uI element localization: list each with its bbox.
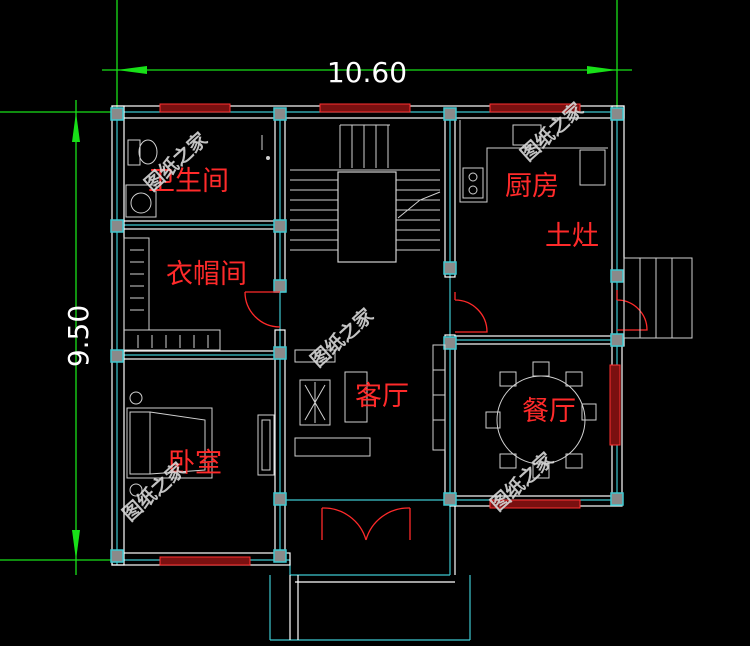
living-room-furniture [294,344,446,457]
watermark-4: 图纸之家 [118,457,191,526]
dining-table [485,361,597,479]
room-label-kitchen: 厨房 [505,171,559,202]
room-label-dining: 餐厅 [522,396,576,427]
cloakroom-wardrobe [123,237,221,351]
watermark-2: 图纸之家 [306,303,379,372]
exterior-steps [623,257,693,339]
width-dimension-label: 10.60 [327,56,407,89]
bedroom-furniture [126,391,275,497]
dimension-lines [0,0,632,575]
columns [110,107,624,563]
bathroom-fixtures [125,135,270,218]
staircase [290,124,441,263]
height-dimension-label: 9.50 [62,305,95,367]
room-label-cloakroom: 衣帽间 [166,259,247,290]
room-label-stove: 土灶 [545,221,599,252]
kitchen-fixtures [459,120,608,203]
room-label-bathroom: 卫生间 [148,166,229,197]
room-label-living: 客厅 [355,381,409,412]
windows [159,103,621,566]
doors [244,290,648,541]
room-label-bedroom: 卧室 [168,448,222,479]
